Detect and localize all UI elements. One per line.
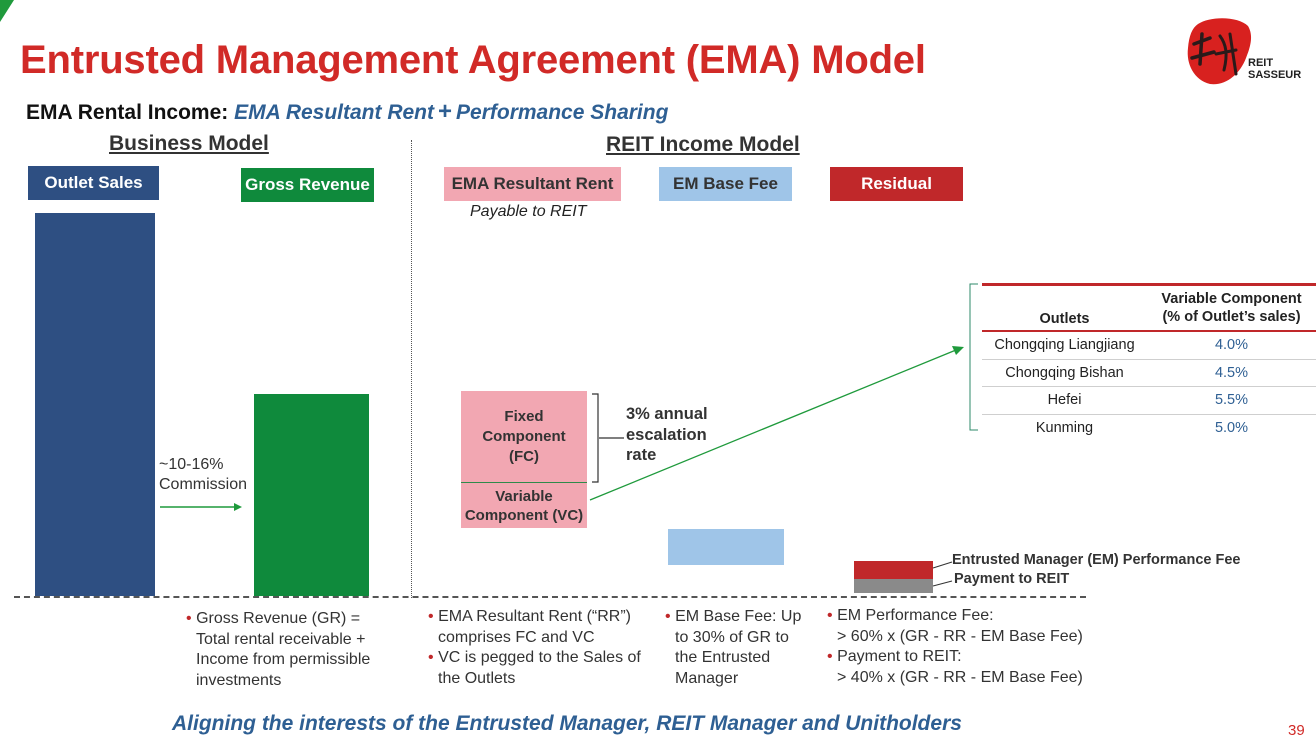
table-cell-vc: 5.5% [1214, 392, 1249, 409]
commission-label: Commission [159, 476, 248, 493]
perf-fee-formula: > 60% x (GR - RR - EM Base Fee) [837, 627, 1083, 645]
payment-title: Payment to REIT: [837, 648, 962, 665]
outlet-sales-header: Outlet Sales [28, 166, 159, 200]
slide-title: Entrusted Management Agreement (EMA) Mod… [20, 38, 926, 82]
commission-text: ~10-16% Commission [159, 455, 247, 495]
table-header-vc: Variable Component (% of Outlet’s sales) [1147, 286, 1316, 330]
footer-tagline: Aligning the interests of the Entrusted … [172, 712, 962, 735]
table-row: Chongqing Bishan 4.5% [982, 360, 1316, 387]
base-fee-bullet: • EM Base Fee: Up to 30% of GR to the En… [665, 607, 801, 689]
plus-icon: + [438, 98, 453, 125]
gr-bullet-line: Gross Revenue (GR) = [196, 610, 361, 627]
em-performance-fee-bar [854, 561, 933, 579]
payable-to-reit-note: Payable to REIT [470, 203, 587, 220]
fc-line: Fixed [504, 407, 544, 425]
payment-formula: > 40% x (GR - RR - EM Base Fee) [837, 668, 1083, 686]
vc-table: Outlets Variable Component (% of Outlet’… [982, 283, 1316, 441]
residual-leader-lines [932, 561, 953, 587]
table-row: Kunming 5.0% [982, 415, 1316, 442]
reit-sasseur-logo: REIT SASSEUR [1180, 14, 1316, 90]
base-fee-line: Manager [675, 669, 739, 687]
fixed-component-box: Fixed Component (FC) [461, 391, 587, 482]
variable-component-box: Variable Component (VC) [461, 482, 587, 528]
rr-bullet-line: EMA Resultant Rent (“RR”) [438, 608, 631, 625]
baseline [14, 596, 1086, 598]
residual-header: Residual [830, 167, 963, 201]
fc-line: Component [482, 427, 566, 445]
escalation-text: 3% annual escalation rate [626, 404, 708, 466]
table-cell-outlet: Chongqing Bishan [1005, 364, 1124, 381]
corner-accent [0, 0, 14, 22]
escalation-line: 3% annual [626, 405, 708, 423]
section-divider [411, 140, 412, 598]
table-cell-vc: 4.0% [1214, 337, 1249, 354]
table-header-outlets: Outlets [1039, 311, 1090, 327]
fc-line: (FC) [509, 447, 539, 465]
gr-bullet-line: investments [196, 671, 282, 689]
page-number: 39 [1288, 722, 1305, 739]
escalation-line: escalation [626, 425, 707, 444]
base-fee-line: the Entrusted [675, 649, 771, 666]
vc-line: Component (VC) [464, 506, 584, 524]
table-cell-vc: 4.5% [1214, 364, 1249, 381]
rr-bullet-line: VC is pegged to the Sales of [438, 649, 641, 666]
commission-range: ~10-16% [159, 456, 224, 473]
escalation-line: rate [626, 446, 657, 464]
commission-arrow-icon [160, 503, 242, 511]
perf-fee-title: EM Performance Fee: [837, 607, 994, 624]
gross-revenue-bar [254, 394, 369, 596]
table-row: Chongqing Liangjiang 4.0% [982, 332, 1316, 360]
slide-subtitle: EMA Rental Income: EMA Resultant Rent+Pe… [26, 98, 668, 126]
table-cell-outlet: Hefei [1047, 392, 1082, 409]
business-model-title: Business Model [109, 132, 269, 155]
performance-bullets: • EM Performance Fee: > 60% x (GR - RR -… [827, 606, 1083, 688]
svg-text:REIT: REIT [1248, 57, 1273, 69]
rr-bullet-line: comprises FC and VC [438, 628, 595, 646]
table-bracket-icon [969, 283, 978, 431]
table-row: Hefei 5.5% [982, 387, 1316, 415]
em-base-fee-bar [668, 529, 784, 565]
rr-bullets: • EMA Resultant Rent (“RR”) comprises FC… [428, 607, 641, 689]
reit-income-model-title: REIT Income Model [606, 133, 800, 156]
table-header-vc-line: Variable Component [1161, 291, 1302, 307]
payment-to-reit-bar [854, 579, 933, 593]
table-cell-outlet: Chongqing Liangjiang [994, 337, 1135, 354]
vc-arrow-icon [589, 346, 964, 501]
ema-resultant-rent-header: EMA Resultant Rent [444, 167, 621, 201]
table-cell-vc: 5.0% [1214, 419, 1249, 436]
outlet-sales-bar [35, 213, 155, 596]
base-fee-line: to 30% of GR to [675, 628, 789, 646]
table-header-vc-line: (% of Outlet’s sales) [1162, 309, 1301, 325]
escalation-bracket-icon [592, 393, 624, 483]
table-cell-outlet: Kunming [1035, 419, 1094, 436]
rr-bullet-line: the Outlets [438, 669, 516, 687]
vc-line: Variable [495, 487, 553, 505]
svg-text:SASSEUR: SASSEUR [1248, 69, 1301, 81]
subtitle-rr: EMA Resultant Rent [234, 101, 434, 124]
em-base-fee-header: EM Base Fee [659, 167, 792, 201]
gr-bullet-line: Income from permissible [196, 651, 371, 668]
base-fee-line: EM Base Fee: Up [675, 608, 802, 625]
gross-revenue-header: Gross Revenue [241, 168, 374, 202]
subtitle-perf: Performance Sharing [456, 101, 669, 124]
subtitle-label: EMA Rental Income: [26, 101, 229, 124]
gr-bullet-line: Total rental receivable + [196, 630, 366, 648]
payment-to-reit-label: Payment to REIT [954, 571, 1070, 587]
table-header-row: Outlets Variable Component (% of Outlet’… [982, 286, 1316, 332]
em-performance-fee-label: Entrusted Manager (EM) Performance Fee [952, 552, 1241, 568]
gross-revenue-bullet: • Gross Revenue (GR) = Total rental rece… [186, 609, 370, 691]
